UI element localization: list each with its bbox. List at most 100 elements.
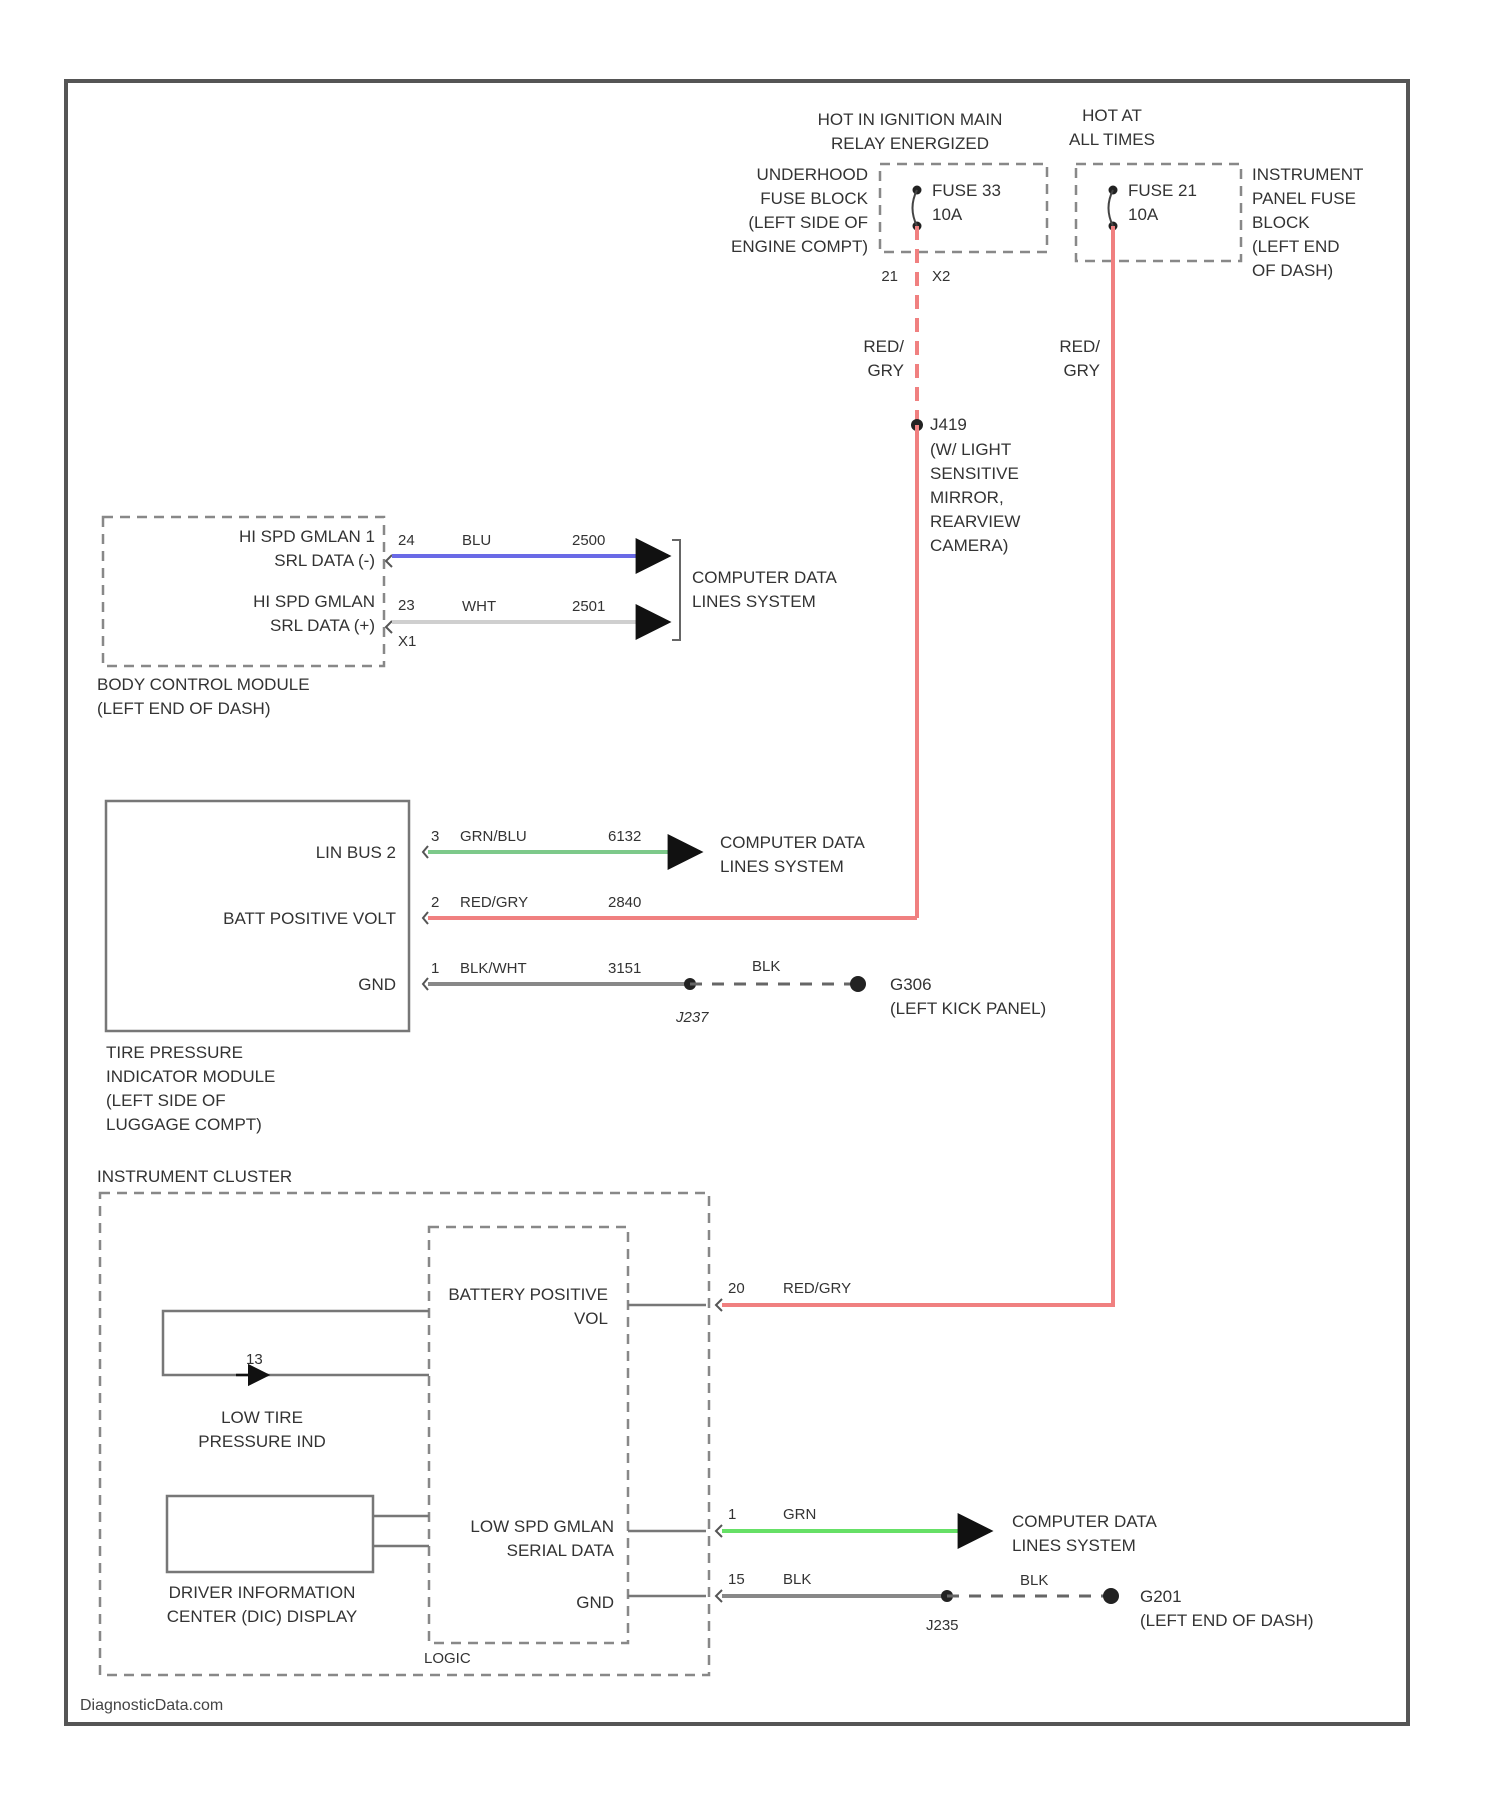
cluster-gnd-color: BLK: [783, 1571, 811, 1588]
cluster-title: INSTRUMENT CLUSTER: [97, 1167, 292, 1186]
cluster-section: INSTRUMENT CLUSTER LOGIC 13 LOW TIRE PRE…: [97, 1167, 1313, 1675]
cluster-lowspd-label-2: SERIAL DATA: [507, 1541, 615, 1560]
cluster-batt-color: RED/GRY: [783, 1280, 851, 1297]
mirror-label-2: SENSITIVE: [930, 464, 1019, 483]
mirror-splice-label: J419: [930, 415, 967, 434]
bcm-pin2-label-1: HI SPD GMLAN: [253, 592, 375, 611]
bcm-wire2-circuit: 2501: [572, 598, 605, 615]
fuse-b-wire-color-2: GRY: [1063, 361, 1100, 380]
hot-all-label-2: ALL TIMES: [1069, 130, 1155, 149]
cluster-gnd-pin: 15: [728, 1571, 745, 1588]
tpim-wire2-color: RED/GRY: [460, 894, 528, 911]
tpim-splice-label: J237: [675, 1009, 709, 1026]
ip-label-4: (LEFT END: [1252, 237, 1340, 256]
ground-g306: [850, 976, 866, 992]
low-tire-num: 13: [246, 1351, 263, 1368]
fuse-a-pin-right: X2: [932, 268, 950, 285]
fuse-a-amps: 10A: [932, 205, 963, 224]
cluster-lowspd-pin: 1: [728, 1506, 736, 1523]
cluster-gnd-wire-color: BLK: [1020, 1572, 1048, 1589]
tpim-wire1-circuit: 6132: [608, 828, 641, 845]
dic-display-box: [167, 1496, 373, 1572]
mirror-label-5: CAMERA): [930, 536, 1008, 555]
tpim-pin3-num: 1: [431, 960, 439, 977]
diagram-frame: [66, 81, 1408, 1724]
bcm-dest-1: COMPUTER DATA: [692, 568, 837, 587]
ip-label-2: PANEL FUSE: [1252, 189, 1356, 208]
bcm-wire2-color: WHT: [462, 598, 496, 615]
tpim-gnd-wire-color: BLK: [752, 958, 780, 975]
fuse-b-name: FUSE 21: [1128, 181, 1197, 200]
cluster-lowspd-label-1: LOW SPD GMLAN: [470, 1517, 614, 1536]
tpim-name-1: TIRE PRESSURE: [106, 1043, 243, 1062]
tpim-pin2-label: BATT POSITIVE VOLT: [223, 909, 396, 928]
bcm-pin1-num: 24: [398, 532, 415, 549]
tpim-name-3: (LEFT SIDE OF: [106, 1091, 226, 1110]
bcm-dest-bracket: [672, 540, 680, 640]
footer-watermark: DiagnosticData.com: [80, 1697, 223, 1714]
tpim-dest-1: COMPUTER DATA: [720, 833, 865, 852]
bcm-pin2-num: 23: [398, 597, 415, 614]
tpim-pin3-label: GND: [358, 975, 396, 994]
tpim-wire1-color: GRN/BLU: [460, 828, 527, 845]
fuse-b-amps: 10A: [1128, 205, 1159, 224]
ip-label-5: OF DASH): [1252, 261, 1333, 280]
tpim-pin1-num: 3: [431, 828, 439, 845]
tpim-wire2-circuit: 2840: [608, 894, 641, 911]
cluster-logic-label: LOGIC: [424, 1650, 471, 1667]
tpim-pin1-label: LIN BUS 2: [316, 843, 396, 862]
low-tire-label-2: PRESSURE IND: [198, 1432, 326, 1451]
dic-label-2: CENTER (DIC) DISPLAY: [167, 1607, 358, 1626]
cluster-gnd-label: GND: [576, 1593, 614, 1612]
fuse-a-wire-color-1: RED/: [863, 337, 904, 356]
bcm-pin1-label-1: HI SPD GMLAN 1: [239, 527, 375, 546]
tpim-name-2: INDICATOR MODULE: [106, 1067, 275, 1086]
tpim-section: LIN BUS 2 BATT POSITIVE VOLT GND 3 2 1 G…: [106, 801, 1046, 1134]
tpim-ground-2: (LEFT KICK PANEL): [890, 999, 1046, 1018]
underhood-label-3: (LEFT SIDE OF: [748, 213, 868, 232]
ground-g201: [1103, 1588, 1119, 1604]
fuse-a-pin-left: 21: [881, 268, 898, 285]
ip-label-1: INSTRUMENT: [1252, 165, 1363, 184]
tpim-wire3-circuit: 3151: [608, 960, 641, 977]
bcm-pin2-label-2: SRL DATA (+): [270, 616, 375, 635]
fuse-b-wire-color-1: RED/: [1059, 337, 1100, 356]
low-tire-label-1: LOW TIRE: [221, 1408, 303, 1427]
fuse-a-symbol: [913, 190, 918, 226]
cluster-ground-2: (LEFT END OF DASH): [1140, 1611, 1313, 1630]
cluster-splice-label: J235: [926, 1617, 959, 1634]
hot-all-label-1: HOT AT: [1082, 106, 1142, 125]
cluster-batt-label-1: BATTERY POSITIVE: [448, 1285, 608, 1304]
power-section: HOT IN IGNITION MAIN RELAY ENERGIZED HOT…: [722, 106, 1363, 1305]
bcm-pin1-label-2: SRL DATA (-): [274, 551, 375, 570]
underhood-label-2: FUSE BLOCK: [760, 189, 868, 208]
underhood-fuse-block: [880, 164, 1047, 252]
hot-run-label-2: RELAY ENERGIZED: [831, 134, 989, 153]
ip-label-3: BLOCK: [1252, 213, 1310, 232]
cluster-dest-2: LINES SYSTEM: [1012, 1536, 1136, 1555]
bcm-name-2: (LEFT END OF DASH): [97, 699, 270, 718]
tpim-dest-2: LINES SYSTEM: [720, 857, 844, 876]
bcm-dest-2: LINES SYSTEM: [692, 592, 816, 611]
cluster-box: [100, 1193, 709, 1675]
tpim-ground-1: G306: [890, 975, 932, 994]
underhood-label-4: ENGINE COMPT): [731, 237, 868, 256]
fuse-a-wire-color-2: GRY: [867, 361, 904, 380]
tpim-name-4: LUGGAGE COMPT): [106, 1115, 262, 1134]
tpim-pin2-num: 2: [431, 894, 439, 911]
bcm-name-1: BODY CONTROL MODULE: [97, 675, 310, 694]
bcm-section: HI SPD GMLAN 1 SRL DATA (-) HI SPD GMLAN…: [97, 517, 837, 718]
cluster-lowspd-color: GRN: [783, 1506, 816, 1523]
cluster-batt-label-2: VOL: [574, 1309, 608, 1328]
cluster-connector-symbol: [716, 1299, 722, 1602]
tpim-connector-symbol: [423, 846, 428, 990]
tpim-wire3-color: BLK/WHT: [460, 960, 527, 977]
cluster-ground-1: G201: [1140, 1587, 1182, 1606]
fuse-a-name: FUSE 33: [932, 181, 1001, 200]
underhood-label-1: UNDERHOOD: [757, 165, 868, 184]
bcm-wire1-color: BLU: [462, 532, 491, 549]
bcm-wire1-circuit: 2500: [572, 532, 605, 549]
dic-label-1: DRIVER INFORMATION: [169, 1583, 356, 1602]
bcm-connector-id: X1: [398, 633, 416, 650]
cluster-dest-1: COMPUTER DATA: [1012, 1512, 1157, 1531]
